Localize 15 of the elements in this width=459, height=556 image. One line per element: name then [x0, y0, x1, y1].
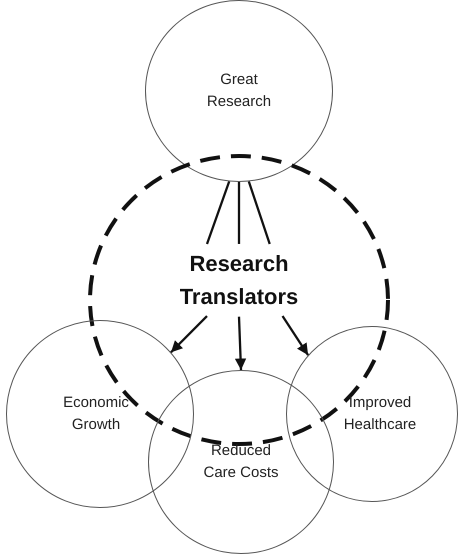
circle-node	[6, 320, 194, 508]
connector-line	[248, 181, 271, 244]
circle-node	[148, 370, 334, 554]
connector-line	[206, 181, 230, 244]
circle-node	[145, 0, 333, 182]
node-label: Reduced Care Costs	[202, 441, 280, 483]
node-label: Improved Healthcare	[342, 393, 418, 435]
node-label: Economic Growth	[62, 393, 130, 435]
connector-line	[238, 182, 240, 244]
arrow	[170, 315, 208, 354]
arrow	[282, 315, 310, 356]
arrow	[234, 316, 246, 370]
node-label: Great Research	[206, 70, 272, 112]
circle-node	[286, 326, 458, 502]
node-label: Research Translators	[178, 250, 300, 311]
